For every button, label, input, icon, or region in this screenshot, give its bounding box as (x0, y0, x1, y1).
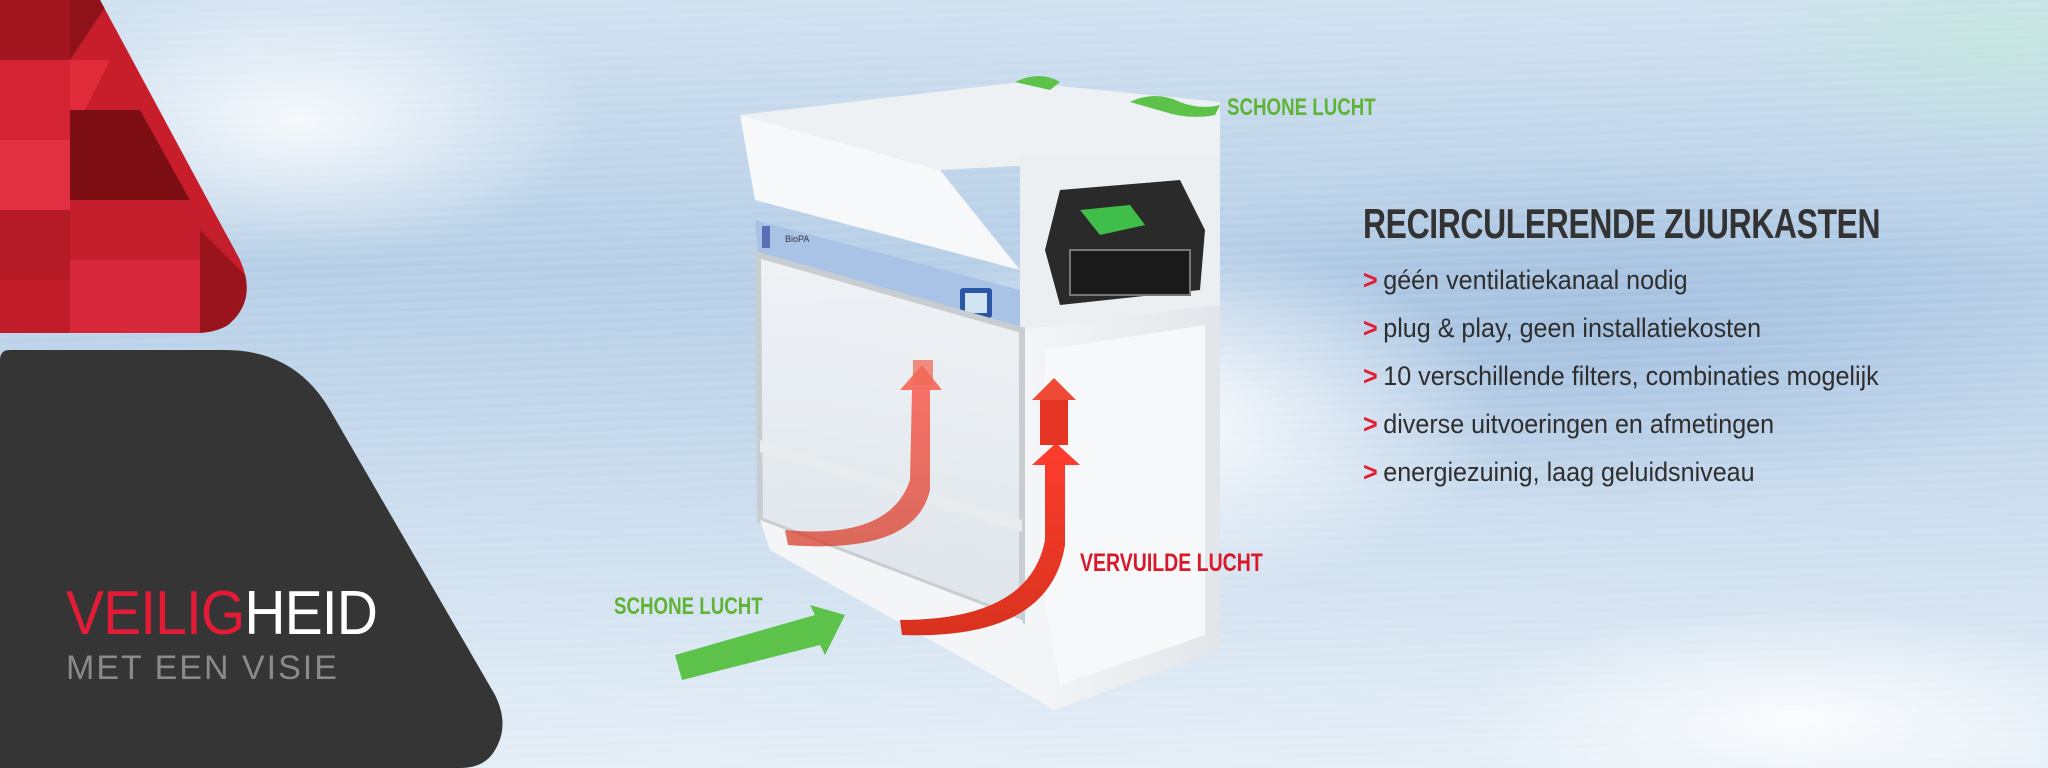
clean-air-bottom-label: SCHONE LUCHT (614, 593, 763, 620)
green-arrow-outlet-1 (1015, 76, 1060, 90)
feature-item-text: energiezuinig, laag geluidsniveau (1383, 457, 1755, 487)
red-polygon-decoration (0, 0, 247, 333)
feature-item-text: 10 verschillende filters, combinaties mo… (1383, 361, 1879, 391)
dirty-air-label: VERVUILDE LUCHT (1080, 549, 1263, 577)
clean-air-top-label: SCHONE LUCHT (1227, 94, 1376, 121)
feature-title: RECIRCULERENDE ZUURKASTEN (1363, 200, 1881, 247)
chevron-right-icon: > (1363, 361, 1378, 391)
chevron-right-icon: > (1363, 265, 1378, 295)
chevron-right-icon: > (1363, 457, 1378, 487)
panel-logo-icon (762, 226, 770, 248)
green-arrow-inlet (675, 605, 845, 680)
brand-word-red: VEILIG (66, 579, 245, 648)
feature-item-text: diverse uitvoeringen en afmetingen (1383, 409, 1775, 439)
green-arrow-outlet-2 (1130, 96, 1220, 117)
feature-item: >plug & play, geen installatiekosten (1363, 304, 1996, 352)
panel-brand-text: BioPA (785, 234, 809, 244)
chevron-right-icon: > (1363, 313, 1378, 343)
feature-item: >diverse uitvoeringen en afmetingen (1363, 400, 1996, 448)
dark-brand-panel (0, 350, 503, 768)
brand-headline: VEILIGHEID (66, 583, 378, 645)
feature-item-text: géén ventilatiekanaal nodig (1383, 265, 1688, 295)
brand-word-white: HEID (244, 579, 378, 648)
feature-block: RECIRCULERENDE ZUURKASTEN >géén ventilat… (1363, 200, 2044, 496)
feature-list: >géén ventilatiekanaal nodig >plug & pla… (1363, 256, 2044, 496)
chevron-right-icon: > (1363, 409, 1378, 439)
feature-item: >energiezuinig, laag geluidsniveau (1363, 448, 1996, 496)
brand-subline: MET EEN VISIE (66, 649, 339, 687)
green-arrow-inside-filter (1080, 205, 1145, 235)
feature-item-text: plug & play, geen installatiekosten (1383, 313, 1762, 343)
brand-tagline: VEILIGHEID MET EEN VISIE (66, 583, 404, 688)
fume-cupboard-illustration: BioPA (675, 76, 1220, 710)
feature-item: >10 verschillende filters, combinaties m… (1363, 352, 1996, 400)
feature-item: >géén ventilatiekanaal nodig (1363, 256, 1996, 304)
